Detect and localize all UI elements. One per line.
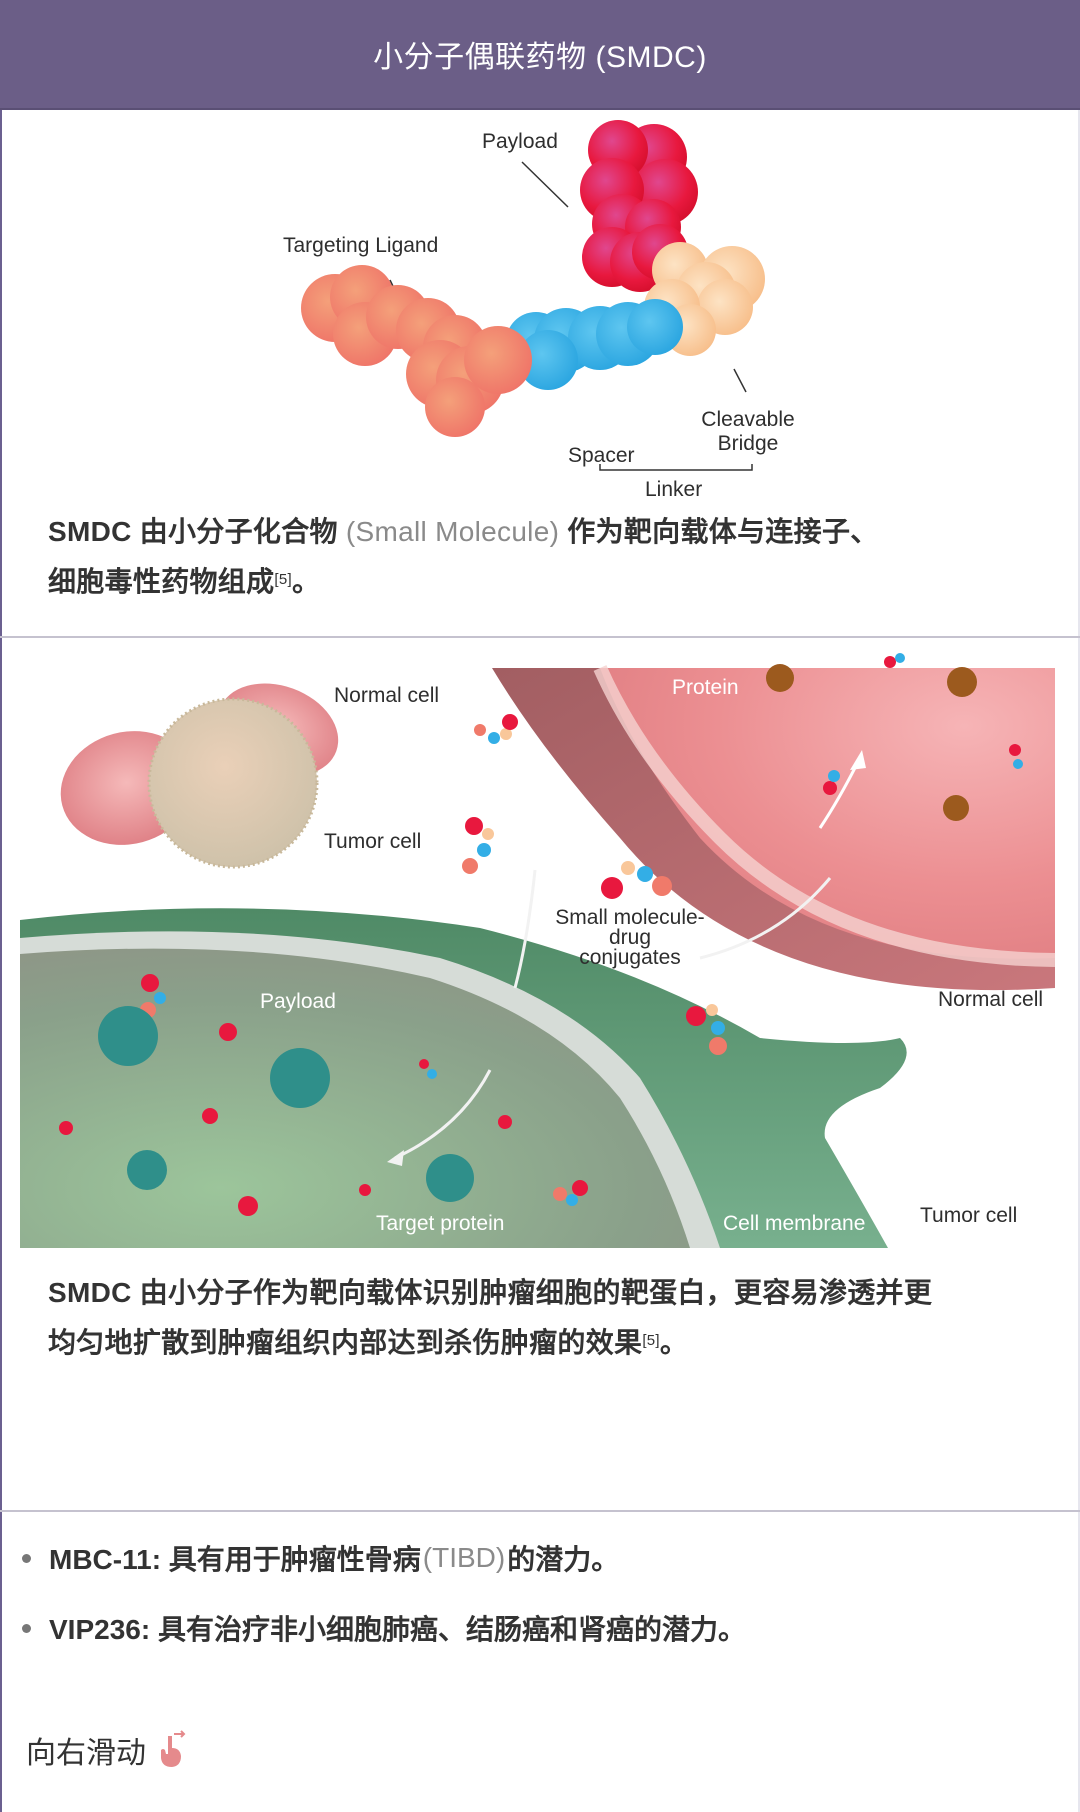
reference-marker[interactable]: [5] [274,571,292,588]
caption-smdc-mechanism: SMDC 由小分子作为靶向载体识别肿瘤细胞的靶蛋白，更容易渗透并更 均匀地扩散到… [48,1277,933,1358]
section-divider [0,636,1080,638]
protein-blobs [766,664,977,821]
smdc-structure-section: Payload Targeting Ligand Cleavable Bridg… [0,112,1080,635]
swipe-label: 向右滑动 [26,1737,146,1770]
label-payload-inside: Payload [260,990,336,1013]
target-protein-clusters [98,1006,474,1202]
smdc-mechanism-section: Normal cell Tumor cell Protein Small mol… [0,638,1080,1508]
label-normal-cell-right: Normal cell [938,988,1044,1011]
bullet-icon [22,1553,31,1563]
label-cleavable-bridge: Cleavable Bridge [701,408,795,455]
label-payload: Payload [482,130,558,153]
caption-smdc-composition: SMDC 由小分子化合物 (Small Molecule) 作为靶向载体与连接子… [48,516,879,597]
label-protein: Protein [672,676,739,699]
smdc-mechanism-illustration [20,653,1056,1248]
hand-swipe-right-icon [156,1730,186,1770]
label-tumor-cell-bottom: Tumor cell [920,1204,1018,1227]
list-item-vip236: VIP236: 具有治疗非小细胞肺癌、结肠癌和肾癌的潜力。 [22,1608,746,1648]
smdc-molecule-diagram [301,120,765,471]
label-cell-membrane: Cell membrane [723,1212,866,1235]
payload-dots [59,1023,512,1216]
label-normal-cell-top: Normal cell [334,684,440,707]
targeting-ligand-cluster [301,265,532,437]
section-divider [0,1510,1080,1512]
spacer-cluster [506,299,683,390]
label-tumor-cell-top: Tumor cell [324,830,422,853]
page-title: 小分子偶联药物 (SMDC) [373,41,707,74]
label-spacer: Spacer [568,444,635,467]
label-linker: Linker [645,478,703,501]
reference-marker[interactable]: [5] [642,1332,660,1349]
bullet-icon [22,1623,31,1633]
smdc-molecule-small [140,653,1023,1206]
label-target-protein: Target protein [376,1212,505,1235]
label-targeting-ligand: Targeting Ligand [283,234,439,257]
swipe-right-hint[interactable]: 向右滑动 [26,1728,186,1772]
list-item-mbc11: MBC-11: 具有用于肿瘤性骨病 (TIBD) 的潜力。 [22,1538,619,1578]
page-header: 小分子偶联药物 (SMDC) [0,0,1080,110]
label-smdc: Small molecule- drug conjugates [555,906,705,969]
